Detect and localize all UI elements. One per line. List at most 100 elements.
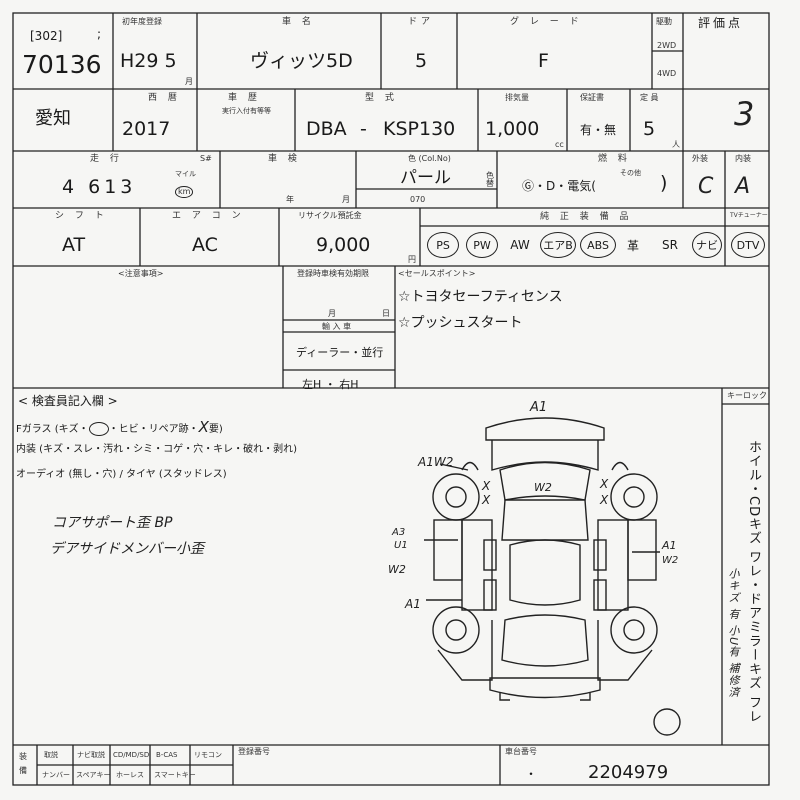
footer-item-bcas: B-CAS bbox=[156, 751, 178, 759]
warranty: 有・無 bbox=[580, 123, 617, 137]
import-value: ディーラー・並行 bbox=[296, 346, 384, 359]
first-reg-unit: 月 bbox=[185, 77, 193, 86]
equip-dtv: DTV bbox=[731, 232, 765, 258]
damage-x-left-2: X bbox=[482, 493, 491, 507]
first-reg-value: H29 5 bbox=[120, 50, 177, 72]
fuel-other-label: その他 bbox=[620, 169, 641, 177]
inspection-expiry-label: 登録時車検有効期限 bbox=[297, 269, 369, 278]
model-label: 型 式 bbox=[365, 93, 398, 103]
damage-front: A1 bbox=[530, 400, 548, 415]
inspection-label: 車 検 bbox=[268, 154, 301, 164]
damage-left-mid-2: U1 bbox=[394, 540, 408, 551]
mileage-label: 走 行 bbox=[90, 154, 123, 164]
footer-item-navi-manual: ナビ取説 bbox=[77, 751, 105, 759]
equip-airbag: エアB bbox=[540, 232, 576, 258]
sales-point-2: ☆プッシュスタート bbox=[398, 315, 523, 331]
damage-x-right-2: X bbox=[600, 493, 609, 507]
damage-x-left-1: X bbox=[482, 479, 491, 493]
interior: A bbox=[735, 174, 751, 199]
ac-label: エ ア コ ン bbox=[172, 211, 245, 221]
doors: 5 bbox=[415, 50, 428, 72]
door-label: ドア bbox=[408, 17, 435, 27]
equip-pw: PW bbox=[466, 232, 498, 258]
chassis-label: 車 歴 bbox=[228, 93, 261, 103]
tv-label: TVチューナー bbox=[730, 212, 768, 219]
recycle-unit: 円 bbox=[408, 255, 416, 264]
exterior-label: 外装 bbox=[692, 154, 708, 163]
car-name-label: 車 名 bbox=[282, 17, 315, 27]
side-vertical-text: ホイル・CDキズ ワレ・ドアミラーキズ フレ bbox=[746, 440, 761, 724]
displacement-label: 排気量 bbox=[505, 93, 529, 102]
damage-right-mid-2: W2 bbox=[662, 555, 679, 566]
side-marks: 小キズ 有 小U有 補修済 bbox=[727, 568, 740, 699]
displacement-unit: cc bbox=[555, 140, 564, 149]
year: 2017 bbox=[122, 118, 171, 140]
sales-point-1: ☆トヨタセーフティセンス bbox=[398, 289, 563, 305]
reg-no-label: 登録番号 bbox=[238, 747, 270, 756]
model-dash: - bbox=[360, 118, 367, 140]
inspection-expiry-month: 月 bbox=[328, 309, 336, 318]
drive-2wd: 2WD bbox=[657, 41, 677, 50]
damage-front-left: A1W2 bbox=[418, 455, 454, 469]
shift: AT bbox=[62, 234, 86, 256]
glass-rest: ・ヒビ・リペア跡・ bbox=[108, 424, 199, 435]
inspector-line-2: 内装 (キズ・スレ・汚れ・シミ・コゲ・穴・キレ・破れ・剥れ) bbox=[16, 444, 297, 455]
lot-semicolon: ; bbox=[97, 27, 102, 41]
import-label: 輸 入 車 bbox=[322, 322, 352, 331]
footer-item-number: ナンバー bbox=[42, 771, 70, 779]
shift-label: シ フ ト bbox=[55, 211, 108, 221]
damage-roof: W2 bbox=[534, 481, 552, 494]
footer-item-spare-key: スペアキー bbox=[76, 771, 111, 779]
mileage: 4 613 bbox=[62, 176, 137, 198]
exterior: C bbox=[698, 174, 714, 199]
fuel-close: ) bbox=[660, 172, 668, 194]
capacity-unit: 人 bbox=[672, 140, 680, 149]
glass-prefix: Fガラス (キズ・ bbox=[16, 424, 89, 435]
key-lock-label: キーロック bbox=[727, 391, 767, 400]
model-code: KSP130 bbox=[383, 118, 456, 140]
steering: 左H ・ 右H bbox=[302, 378, 359, 391]
multiplier-label: S# bbox=[200, 154, 212, 163]
chassis-no-dot: ・ bbox=[525, 767, 538, 781]
car-name: ヴィッツ5D bbox=[250, 50, 353, 72]
mileage-unit-mile: マイル bbox=[175, 170, 196, 178]
recycle-label: リサイクル預託金 bbox=[298, 211, 362, 220]
inspection-month: 月 bbox=[342, 195, 350, 204]
year-label: 西 暦 bbox=[148, 93, 181, 103]
drive-label: 駆動 bbox=[656, 17, 672, 26]
inspection-expiry-day: 日 bbox=[382, 309, 390, 318]
capacity-label: 定 員 bbox=[640, 93, 659, 102]
handwritten-note-1: コアサポート歪 BP bbox=[52, 515, 173, 531]
damage-left-mid-3: W2 bbox=[388, 563, 406, 576]
damage-x-right-1: X bbox=[600, 477, 609, 491]
equip-navi: ナビ bbox=[692, 232, 722, 258]
inspection-year: 年 bbox=[286, 195, 294, 204]
ac: AC bbox=[192, 234, 218, 256]
footer-side-label: 装備 bbox=[19, 752, 27, 775]
color: パール bbox=[400, 168, 451, 188]
mileage-unit-km: km bbox=[175, 186, 194, 198]
damage-left-rear: A1 bbox=[405, 597, 421, 611]
grade-label: グ レ ー ド bbox=[510, 17, 583, 27]
inspector-line-1: Fガラス (キズ・・ヒビ・リペア跡・X要) bbox=[16, 420, 223, 436]
drive-4wd: 4WD bbox=[657, 69, 677, 78]
chassis-sub: 実行入付有等等 bbox=[222, 107, 271, 115]
color-label: 色 (Col.No) bbox=[408, 154, 451, 163]
region: 愛知 bbox=[35, 108, 71, 129]
first-reg-label: 初年度登録 bbox=[122, 17, 162, 26]
chassis-no-label: 車台番号 bbox=[505, 747, 537, 756]
fuel-label: 燃 料 bbox=[598, 154, 631, 164]
footer-item-cd-md: CD/MD/SD bbox=[113, 751, 150, 759]
equip-sr: SR bbox=[662, 238, 678, 252]
footer-item-manual: 取説 bbox=[44, 751, 58, 759]
lot-number: 70136 bbox=[22, 50, 102, 79]
color-code: 070 bbox=[410, 195, 426, 204]
glass-circled-mark bbox=[88, 422, 109, 436]
score: 3 bbox=[734, 95, 755, 133]
equip-leather: 革 bbox=[626, 238, 639, 253]
equip-ps: PS bbox=[427, 232, 459, 258]
capacity: 5 bbox=[643, 118, 656, 140]
